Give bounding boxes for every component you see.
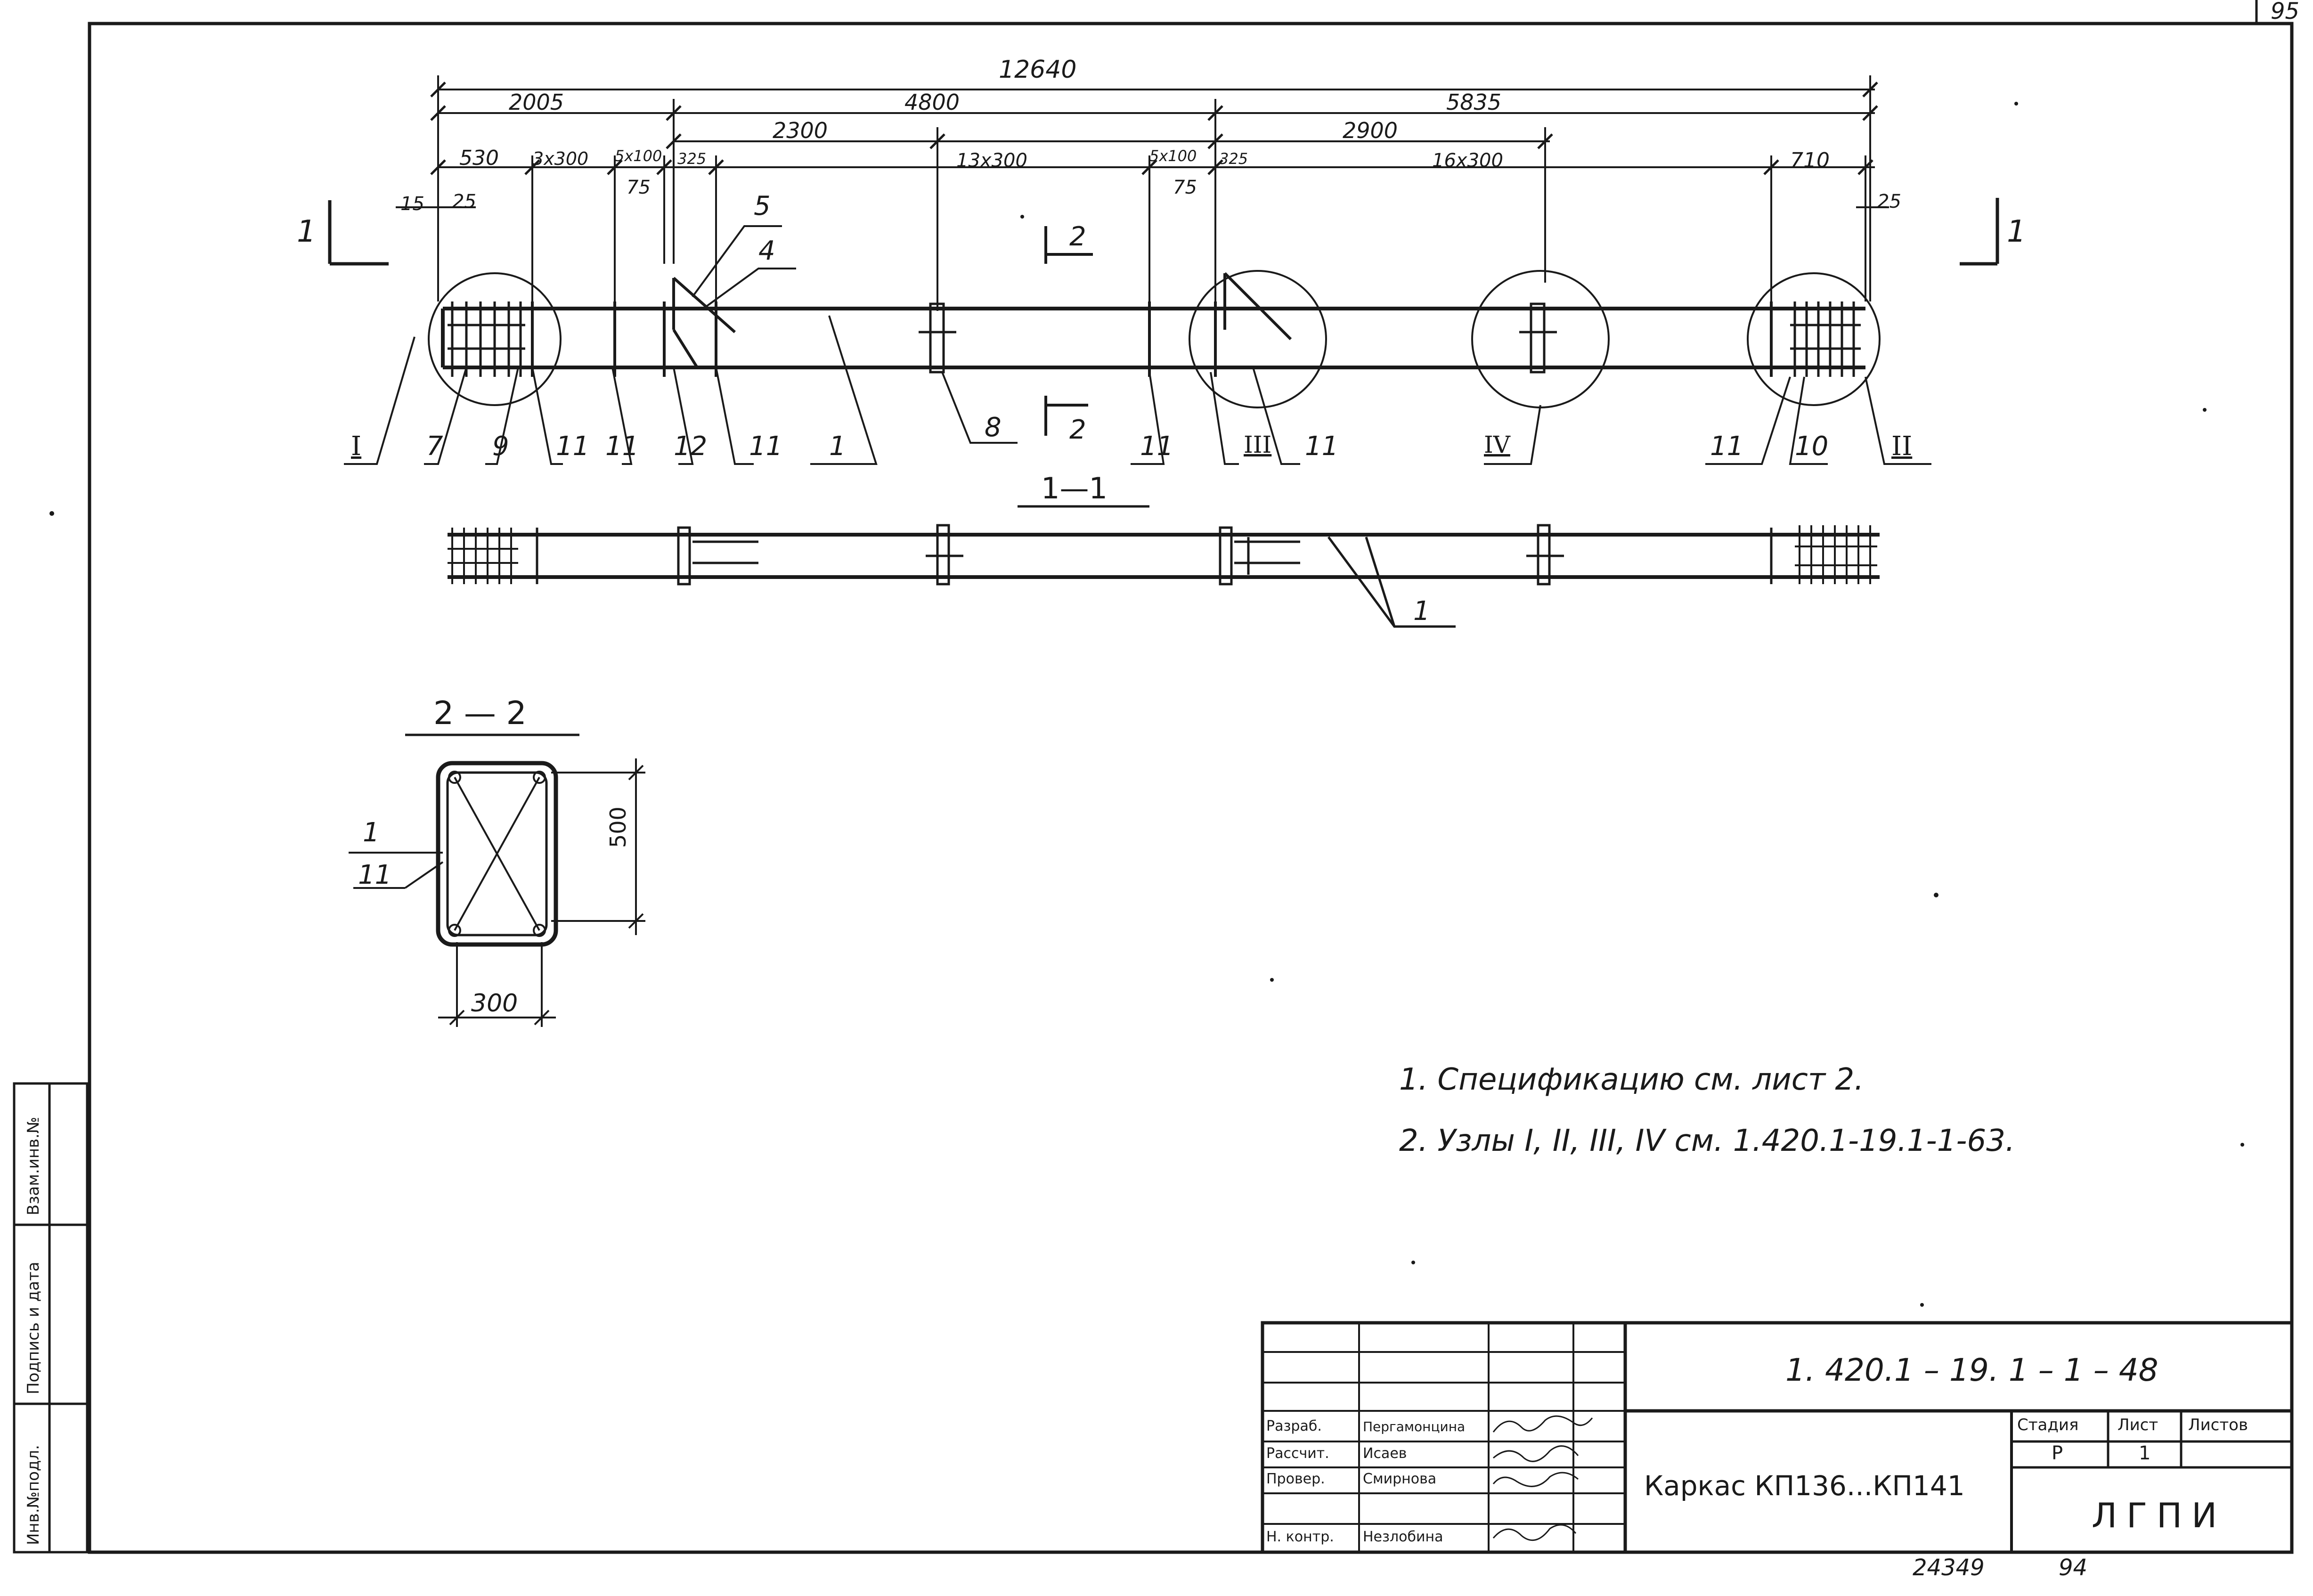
pos-11-a: 11 <box>556 431 590 462</box>
dim-500: 500 <box>605 806 631 848</box>
dim-2900: 2900 <box>1343 118 1398 143</box>
pos-1: 1 <box>829 431 846 462</box>
pos-11-c: 11 <box>749 431 783 462</box>
sec2-label-11: 11 <box>358 860 392 890</box>
dim-2300: 2300 <box>773 118 828 143</box>
section-2-2 <box>349 733 645 1027</box>
doc-code: 1. 420.1 – 19. 1 – 1 – 48 <box>1785 1352 2158 1388</box>
pos-8: 8 <box>985 412 1002 443</box>
sheet-value: 1 <box>2139 1442 2151 1464</box>
role-rasschit: Рассчит. <box>1266 1445 1329 1462</box>
dim-75-a: 75 <box>627 177 651 198</box>
pos-12: 12 <box>674 431 708 462</box>
callout-4: 4 <box>758 236 775 266</box>
dim-300: 300 <box>471 989 518 1018</box>
dim-3x300: 3х300 <box>532 148 589 169</box>
pos-11-b: 11 <box>605 431 639 462</box>
pos-II: II <box>1891 431 1913 462</box>
role-razrab: Разраб. <box>1266 1418 1322 1434</box>
side-stamp <box>13 1082 89 1554</box>
pos-III: III <box>1244 431 1272 458</box>
name-razrab: Пергамонцина <box>1363 1419 1466 1434</box>
pos-7: 7 <box>426 431 443 462</box>
dim-overall: 12640 <box>999 56 1077 84</box>
sheet-frame <box>88 22 2294 1554</box>
dim-2005: 2005 <box>509 90 564 115</box>
role-prover: Провер. <box>1266 1471 1325 1487</box>
drawing-title: Каркас КП136...КП141 <box>1644 1470 1965 1502</box>
section-2-2-title: 2 — 2 <box>433 695 527 732</box>
dim-325-a: 325 <box>677 150 707 168</box>
stamp-signature-date: Подпись и дата <box>24 1262 43 1394</box>
main-elevation <box>328 75 1999 465</box>
pos-10: 10 <box>1795 431 1829 462</box>
dim-325-b: 325 <box>1219 150 1248 168</box>
dim-5x100-b: 5х100 <box>1149 147 1197 165</box>
section-mark-2-top: 2 <box>1069 221 1086 252</box>
title-block <box>1261 1321 2294 1554</box>
section-mark-1-left: 1 <box>297 214 316 249</box>
dim-710: 710 <box>1790 148 1830 172</box>
section-1-1-callout: 1 <box>1413 596 1430 627</box>
pos-11-d: 11 <box>1140 431 1174 462</box>
dim-5835: 5835 <box>1446 90 1502 115</box>
dim-16x300: 16х300 <box>1432 150 1503 171</box>
col-stage: Стадия <box>2017 1416 2079 1434</box>
dim-25-left: 25 <box>452 191 476 212</box>
bottom-number-2: 94 <box>2059 1555 2088 1581</box>
col-sheet: Лист <box>2118 1416 2158 1434</box>
dim-13x300: 13х300 <box>956 150 1027 171</box>
stamp-inv-podl: Инв.№подл. <box>24 1445 43 1545</box>
pos-9: 9 <box>492 431 509 462</box>
pos-11-e: 11 <box>1305 431 1339 462</box>
pos-11-f: 11 <box>1710 431 1744 462</box>
dim-4800: 4800 <box>904 90 960 115</box>
stamp-vzam-inv: Взам.инв.№ <box>24 1117 43 1215</box>
dim-530: 530 <box>459 146 499 170</box>
note-1: 1. Спецификацию см. лист 2. <box>1399 1062 1864 1097</box>
section-mark-2-bottom: 2 <box>1069 415 1086 445</box>
dim-75-b: 75 <box>1173 177 1197 198</box>
pos-I: I <box>351 431 362 462</box>
stage-value: Р <box>2052 1442 2063 1464</box>
signatures <box>1492 1415 1593 1541</box>
page-number: 95 <box>2271 0 2299 24</box>
name-prover: Смирнова <box>1363 1471 1437 1487</box>
section-1-1 <box>448 505 1880 628</box>
name-rasschit: Исаев <box>1363 1445 1407 1462</box>
bottom-number-1: 24349 <box>1913 1555 1985 1581</box>
col-sheets: Листов <box>2188 1416 2248 1434</box>
name-nkontr: Незлобина <box>1363 1529 1443 1545</box>
role-nkontr: Н. контр. <box>1266 1529 1334 1545</box>
sec2-label-1: 1 <box>363 817 380 848</box>
dim-25-right: 25 <box>1877 191 1901 212</box>
org-name: ЛГПИ <box>2092 1496 2227 1535</box>
dim-5x100-a: 5х100 <box>615 147 662 165</box>
scan-specks <box>49 102 2244 1307</box>
dim-15: 15 <box>400 193 424 215</box>
pos-IV: IV <box>1484 431 1510 458</box>
note-2: 2. Узлы I, II, III, IV см. 1.420.1-19.1-… <box>1399 1124 2015 1158</box>
section-mark-1-right: 1 <box>2007 214 2026 249</box>
callout-5: 5 <box>754 191 771 221</box>
section-1-1-title: 1—1 <box>1041 471 1108 505</box>
